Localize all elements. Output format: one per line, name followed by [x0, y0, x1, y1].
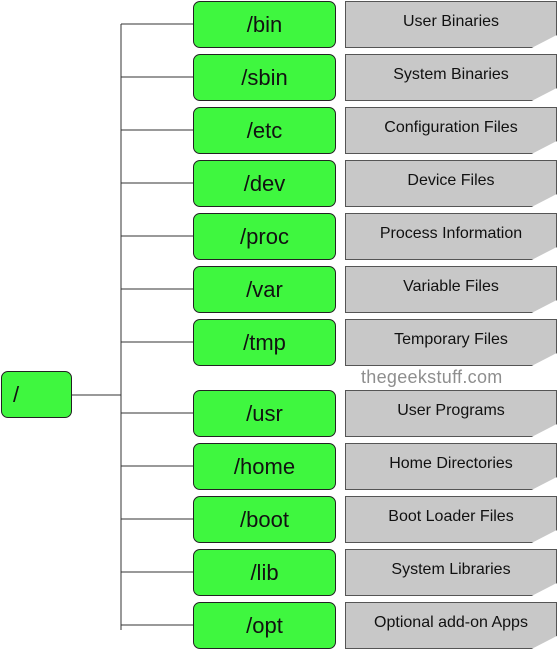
directory-name: /usr: [246, 400, 283, 426]
directory-description-text: User Binaries: [402, 13, 500, 30]
directory-description-text: Device Files: [407, 172, 495, 189]
directory-description: Home Directories: [345, 443, 557, 490]
directory-description: Boot Loader Files: [345, 496, 557, 543]
directory-node: /dev: [193, 160, 336, 207]
directory-description: Configuration Files: [345, 107, 557, 154]
directory-description: System Binaries: [345, 54, 557, 101]
directory-node: /etc: [193, 107, 336, 154]
root-directory-node: /: [1, 371, 72, 418]
directory-name: /opt: [246, 612, 283, 638]
directory-description: System Libraries: [345, 549, 557, 596]
watermark: thegeekstuff.com: [361, 367, 503, 387]
directory-node: /lib: [193, 549, 336, 596]
directory-node: /boot: [193, 496, 336, 543]
directory-name: /sbin: [241, 64, 288, 90]
directory-node: /home: [193, 443, 336, 490]
directory-description-text: Variable Files: [403, 278, 499, 295]
directory-node: /tmp: [193, 319, 336, 366]
directory-description-text: Temporary Files: [394, 331, 508, 348]
directory-description-text: System Libraries: [391, 561, 511, 578]
directory-name: /dev: [243, 170, 286, 196]
directory-description-text: System Binaries: [393, 66, 509, 83]
directory-description-text: User Programs: [397, 402, 505, 419]
directory-name: /lib: [250, 559, 279, 585]
directory-description: Temporary Files: [345, 319, 557, 366]
directory-name: /bin: [246, 11, 283, 37]
directory-description: Optional add-on Apps: [345, 602, 557, 649]
directory-name: /tmp: [243, 329, 286, 355]
directory-description: User Programs: [345, 390, 557, 437]
directory-node: /var: [193, 266, 336, 313]
directory-name: /proc: [240, 223, 289, 249]
directory-name: /var: [246, 276, 283, 302]
directory-description: User Binaries: [345, 1, 557, 48]
directory-node: /opt: [193, 602, 336, 649]
directory-name: /home: [233, 453, 296, 479]
directory-description-text: Process Information: [379, 225, 523, 242]
directory-node: /bin: [193, 1, 336, 48]
directory-description-text: Home Directories: [389, 455, 513, 472]
directory-name: /boot: [240, 506, 289, 532]
directory-description-text: Optional add-on Apps: [374, 614, 528, 631]
directory-description: Process Information: [345, 213, 557, 260]
directory-description-text: Boot Loader Files: [388, 508, 514, 525]
directory-node: /usr: [193, 390, 336, 437]
directory-name: /etc: [246, 117, 283, 143]
directory-node: /sbin: [193, 54, 336, 101]
root-directory-label: /: [13, 381, 20, 407]
directory-node: /proc: [193, 213, 336, 260]
directory-description: Variable Files: [345, 266, 557, 313]
directory-description: Device Files: [345, 160, 557, 207]
directory-description-text: Configuration Files: [384, 119, 518, 136]
